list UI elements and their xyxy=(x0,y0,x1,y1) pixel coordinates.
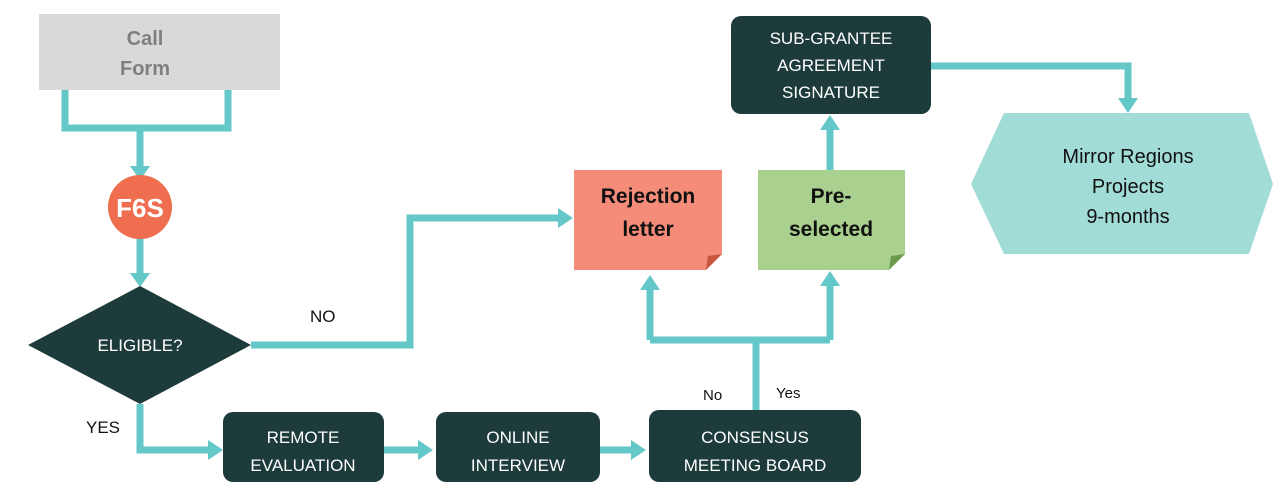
rejection-letter-fold xyxy=(706,254,722,270)
f6s-logo-text: F6S xyxy=(116,193,164,223)
eligible-label: ELIGIBLE? xyxy=(97,336,182,355)
preselected-line2: selected xyxy=(789,218,873,241)
arrowhead-into-subgrantee xyxy=(820,115,840,130)
sub-grantee-node: SUB-GRANTEE AGREEMENT SIGNATURE xyxy=(731,16,931,114)
label-no: No xyxy=(703,387,722,404)
preselected-note xyxy=(758,170,905,270)
preselected-node: Pre- selected xyxy=(758,170,905,270)
consensus-meeting-line2: MEETING BOARD xyxy=(684,456,827,475)
rejection-letter-node: Rejection letter xyxy=(574,170,722,270)
call-form-node: Call Form xyxy=(39,14,280,90)
sub-grantee-box xyxy=(731,16,931,114)
eligible-decision: ELIGIBLE? xyxy=(28,286,251,404)
connectors xyxy=(61,62,1132,454)
consensus-meeting-line1: CONSENSUS xyxy=(701,428,809,447)
f6s-logo: F6S xyxy=(108,175,172,239)
call-form-line1: Call xyxy=(127,28,164,50)
mirror-regions-line3: 9-months xyxy=(1086,206,1169,228)
arrowhead-into-online xyxy=(418,440,433,460)
f6s-logo-circle xyxy=(108,175,172,239)
preselected-line1: Pre- xyxy=(811,185,852,208)
call-form-line2: Form xyxy=(120,58,170,80)
sub-grantee-line2: AGREEMENT xyxy=(777,56,885,75)
arrowhead-into-f6s xyxy=(130,166,150,180)
label-yes-upper: YES xyxy=(86,418,120,437)
arrowhead-into-eligible xyxy=(130,273,150,287)
consensus-meeting-box xyxy=(649,410,861,482)
remote-evaluation-line1: REMOTE xyxy=(267,428,340,447)
label-yes: Yes xyxy=(776,385,800,402)
arrowhead-into-remote xyxy=(208,440,223,460)
call-form-box xyxy=(39,14,280,90)
mirror-regions-line1: Mirror Regions xyxy=(1062,146,1193,168)
sub-grantee-line3: SIGNATURE xyxy=(782,83,880,102)
connector-eligible-no-to-rejection xyxy=(251,214,560,349)
remote-evaluation-line2: EVALUATION xyxy=(250,456,355,475)
online-interview-box xyxy=(436,412,600,482)
remote-evaluation-box xyxy=(223,412,384,482)
arrowhead-into-preselected xyxy=(820,271,840,286)
sub-grantee-line1: SUB-GRANTEE xyxy=(770,29,893,48)
connector-consensus-to-rejection-and-preselected xyxy=(646,285,834,410)
online-interview-line2: INTERVIEW xyxy=(471,456,565,475)
connector-subgrantee-to-mirror xyxy=(930,62,1132,100)
connector-callform-to-f6s xyxy=(61,90,232,168)
arrowheads xyxy=(130,98,1138,460)
connector-eligible-yes-to-remote xyxy=(136,404,210,454)
edge-labels: NO YES No Yes xyxy=(86,307,800,437)
arrowhead-into-rejection-bottom xyxy=(640,275,660,290)
rejection-letter-line1: Rejection xyxy=(601,185,696,208)
arrowhead-into-consensus xyxy=(631,440,646,460)
online-interview-line1: ONLINE xyxy=(486,428,549,447)
rejection-letter-line2: letter xyxy=(622,218,673,241)
arrowhead-into-rejection-left xyxy=(558,208,573,228)
arrowhead-into-mirror xyxy=(1118,98,1138,113)
label-no-upper: NO xyxy=(310,307,336,326)
mirror-regions-line2: Projects xyxy=(1092,176,1164,198)
remote-evaluation-node: REMOTE EVALUATION xyxy=(223,412,384,482)
mirror-regions-node: Mirror Regions Projects 9-months xyxy=(971,113,1273,254)
consensus-meeting-node: CONSENSUS MEETING BOARD xyxy=(649,410,861,482)
online-interview-node: ONLINE INTERVIEW xyxy=(436,412,600,482)
eligible-diamond xyxy=(28,286,251,404)
rejection-letter-note xyxy=(574,170,722,270)
preselected-fold xyxy=(889,254,905,270)
mirror-regions-hexagon xyxy=(971,113,1273,254)
